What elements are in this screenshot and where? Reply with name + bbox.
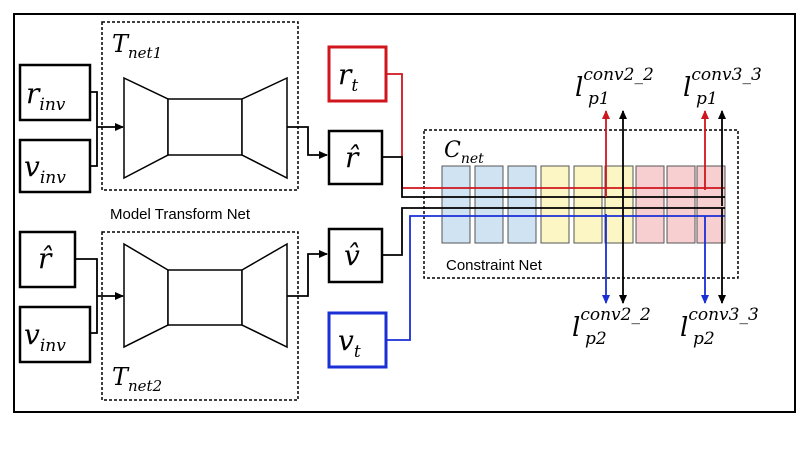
input-r-inv: rinv — [18, 63, 92, 122]
svg-text:rinv: rinv — [26, 77, 66, 115]
r-t-sub: t — [351, 76, 358, 96]
t-net-output-arrows — [287, 126, 328, 297]
output-r-hat: r̂ — [327, 129, 384, 186]
t-net1-dashed-box — [101, 21, 299, 191]
input-r-hat: r̂ — [18, 230, 77, 289]
v-t-sub: t — [354, 342, 361, 362]
input-v-inv-top: vinv — [18, 138, 92, 194]
c-net-block-pink-3 — [696, 165, 726, 244]
constraint-net-label: Constraint Net — [446, 257, 543, 274]
r-hat-signal-path — [382, 156, 725, 198]
c-net-block-blue-3 — [507, 165, 537, 244]
t-net1-group: Tnet1 — [101, 21, 299, 191]
r-inv-base: r — [26, 77, 41, 110]
c-net-block-pink-1 — [635, 165, 665, 244]
loss-arrows — [602, 110, 726, 304]
v-inv-top-sub: inv — [40, 168, 66, 188]
output-v-t: vt — [327, 311, 388, 369]
t-net2-group: Tnet2 — [101, 231, 299, 401]
c-net-layers — [441, 165, 726, 244]
v-hat-output-text: v̂ — [344, 239, 360, 272]
c-net-block-pink-2 — [666, 165, 696, 244]
r-hat-input-text: r̂ — [38, 242, 53, 275]
model-transform-net-label: Model Transform Net — [110, 206, 251, 223]
input-v-inv-bottom: vinv — [18, 305, 92, 364]
v-hat-signal-path — [382, 207, 725, 256]
r-t-signal-path — [386, 73, 725, 189]
c-net-dashed-box — [423, 129, 739, 279]
svg-text:vinv: vinv — [24, 318, 66, 356]
svg-text:vinv: vinv — [24, 150, 66, 188]
input-connector-bottom — [75, 258, 124, 334]
r-t-base: r — [338, 58, 353, 91]
c-net-label: Cnet — [444, 138, 484, 167]
t-net1-label: Tnet1 — [112, 30, 162, 62]
v-inv-bottom-sub: inv — [40, 336, 66, 356]
t-net2-dashed-box — [101, 231, 299, 401]
r-inv-sub: inv — [39, 95, 65, 115]
c-net-block-blue-1 — [441, 165, 471, 244]
svg-text:vt: vt — [338, 324, 361, 362]
v-t-base: v — [338, 324, 354, 357]
v-inv-top-base: v — [24, 150, 40, 183]
svg-text:rt: rt — [338, 58, 358, 96]
t-net2-encoder-decoder — [123, 242, 288, 349]
output-v-hat: v̂ — [327, 227, 384, 284]
c-net-block-yellow-3 — [604, 165, 634, 244]
r-hat-output-text: r̂ — [345, 141, 360, 174]
c-net-block-blue-2 — [474, 165, 504, 244]
t-net2-label: Tnet2 — [112, 363, 162, 395]
t-net1-encoder-decoder — [123, 76, 288, 180]
v-t-signal-path — [386, 215, 725, 341]
v-inv-bottom-base: v — [24, 318, 40, 351]
c-net-block-yellow-1 — [540, 165, 570, 244]
output-r-t: rt — [327, 45, 388, 103]
c-net-block-yellow-2 — [573, 165, 603, 244]
outer-frame — [13, 13, 796, 413]
